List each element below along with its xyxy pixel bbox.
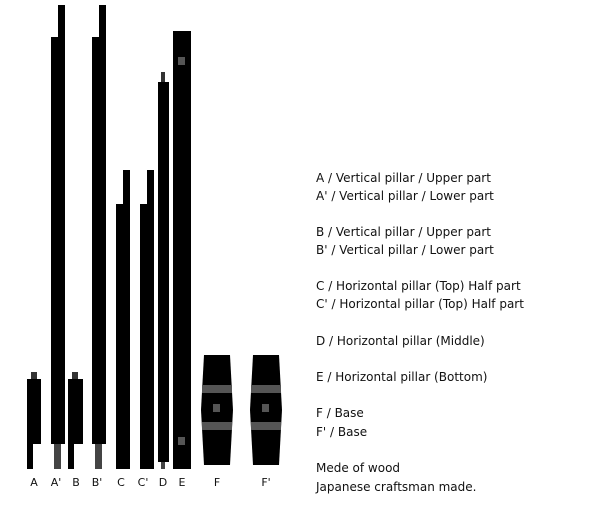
part-e bbox=[173, 31, 191, 469]
part-a-tenon bbox=[31, 372, 37, 380]
legend-a-prime: A' / Vertical pillar / Lower part bbox=[316, 189, 494, 203]
label-a: A bbox=[30, 476, 38, 489]
label-d: D bbox=[158, 476, 168, 489]
part-a-body bbox=[27, 379, 41, 444]
part-f-prime-upper-band bbox=[251, 385, 281, 393]
part-a-prime bbox=[51, 5, 65, 469]
material-note: Mede of wood bbox=[316, 461, 401, 475]
part-b-body bbox=[68, 379, 83, 444]
part-d-top-tenon bbox=[161, 72, 165, 83]
part-c-prime-tenon bbox=[147, 170, 154, 205]
part-a-prime-body bbox=[51, 37, 65, 444]
label-f-prime: F' bbox=[261, 476, 271, 489]
legend-f-prime: F' / Base bbox=[316, 425, 368, 439]
part-e-body bbox=[173, 31, 191, 469]
label-b-prime: B' bbox=[91, 476, 103, 489]
legend-d: D / Horizontal pillar (Middle) bbox=[316, 334, 485, 348]
legend-b: B / Vertical pillar / Upper part bbox=[316, 225, 491, 239]
part-f-prime-mortise bbox=[262, 404, 269, 412]
part-b-prime-body bbox=[92, 37, 106, 444]
part-f-mortise bbox=[213, 404, 220, 412]
part-a-prime-foot bbox=[54, 444, 61, 469]
part-a-stem bbox=[27, 444, 33, 469]
part-d bbox=[158, 72, 169, 469]
part-c-prime-body bbox=[140, 204, 154, 469]
legend-a: A / Vertical pillar / Upper part bbox=[316, 171, 491, 185]
part-d-bottom-tenon bbox=[161, 462, 165, 469]
part-f-prime bbox=[250, 355, 282, 465]
part-c bbox=[116, 170, 130, 469]
legend-c: C / Horizontal pillar (Top) Half part bbox=[316, 279, 521, 293]
part-a-prime-tenon bbox=[58, 5, 65, 38]
part-e-top-mortise bbox=[178, 57, 185, 65]
legend-e: E / Horizontal pillar (Bottom) bbox=[316, 370, 488, 384]
parts-diagram bbox=[27, 5, 282, 469]
part-b-tenon bbox=[72, 372, 78, 380]
part-b-stem bbox=[68, 444, 74, 469]
part-b-prime bbox=[92, 5, 106, 469]
part-b-prime-tenon bbox=[99, 5, 106, 38]
part-b bbox=[68, 372, 83, 469]
label-e: E bbox=[178, 476, 186, 489]
part-e-bottom-mortise bbox=[178, 437, 185, 445]
legend-c-prime: C' / Horizontal pillar (Top) Half part bbox=[316, 297, 524, 311]
label-a-prime: A' bbox=[50, 476, 62, 489]
part-f bbox=[201, 355, 233, 465]
part-c-prime bbox=[140, 170, 154, 469]
part-f-prime-lower-band bbox=[251, 422, 281, 430]
maker-note: Japanese craftsman made. bbox=[316, 480, 477, 494]
label-c-prime: C' bbox=[137, 476, 149, 489]
label-b: B bbox=[72, 476, 80, 489]
legend-b-prime: B' / Vertical pillar / Lower part bbox=[316, 243, 494, 257]
part-a bbox=[27, 372, 41, 469]
part-d-body bbox=[158, 82, 169, 462]
label-f: F bbox=[213, 476, 221, 489]
part-f-lower-band bbox=[202, 422, 232, 430]
part-c-body bbox=[116, 204, 130, 469]
part-b-prime-foot bbox=[95, 444, 102, 469]
legend-f: F / Base bbox=[316, 406, 364, 420]
label-c: C bbox=[117, 476, 125, 489]
part-f-upper-band bbox=[202, 385, 232, 393]
part-c-tenon bbox=[123, 170, 130, 205]
